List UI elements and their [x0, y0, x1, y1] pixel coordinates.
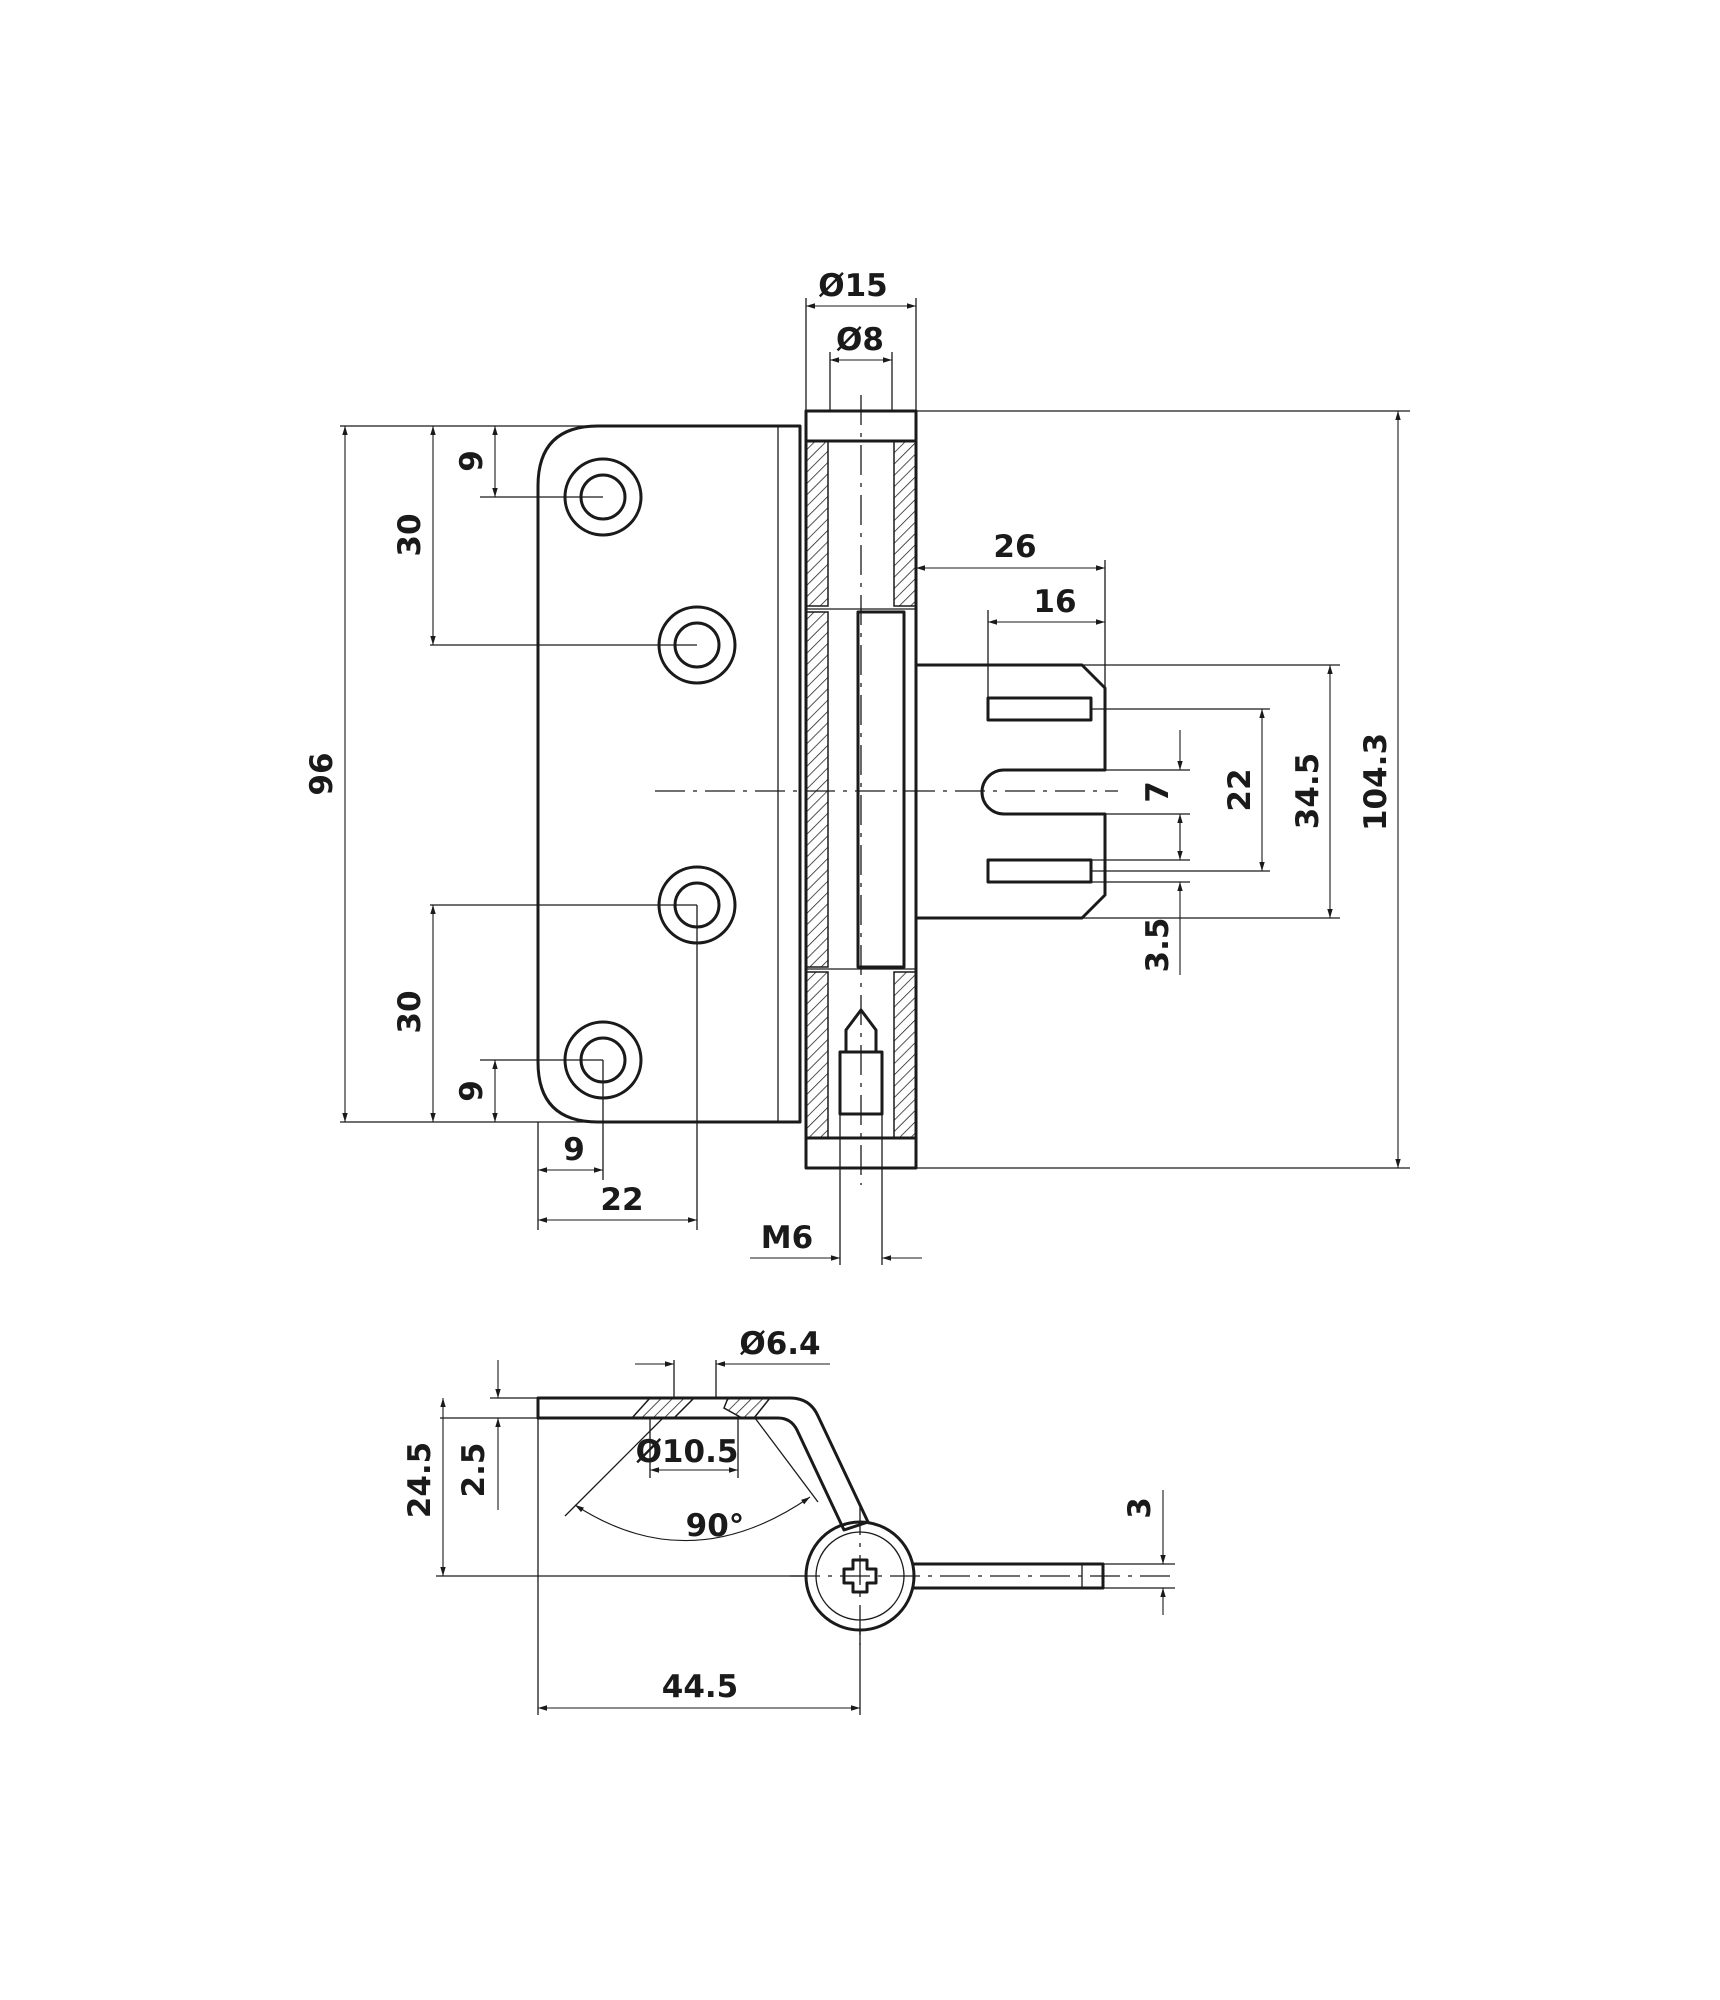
dim-flag-height: 34.5 — [1290, 753, 1326, 830]
dim-flag-thickness: 3 — [1122, 1497, 1158, 1519]
dim-slot-width: 7 — [1140, 781, 1176, 803]
dim-hole-pitch-top: 30 — [392, 513, 428, 556]
dim-overall-width: 44.5 — [662, 1669, 739, 1705]
front-view: Ø15 Ø8 26 16 9 30 96 30 9 9 22 M6 7 22 3… — [304, 268, 1410, 1265]
dim-csk-large: Ø10.5 — [636, 1434, 739, 1470]
dim-leaf-thickness: 2.5 — [456, 1443, 492, 1498]
dim-slot-pitch: 22 — [1222, 768, 1258, 811]
leaf-profile — [536, 1396, 870, 1532]
dim-slot-height: 3.5 — [1140, 918, 1176, 973]
dim-overall-height: 104.3 — [1358, 733, 1394, 831]
dim-knuckle-to-pin: 26 — [993, 529, 1036, 565]
dim-hole-edge-bottom: 9 — [454, 1080, 490, 1102]
dimension-lines — [342, 303, 1401, 1261]
dim-offset-height: 24.5 — [402, 1442, 438, 1519]
dim-leaf-height: 96 — [304, 752, 340, 795]
phillips-screw-icon — [842, 1558, 878, 1594]
dimension-labels-front: Ø15 Ø8 26 16 9 30 96 30 9 9 22 M6 7 22 3… — [304, 268, 1394, 1256]
hinge-leaf — [536, 424, 802, 1124]
dim-hole-edge-top: 9 — [454, 450, 490, 472]
dim-pin-diameter: Ø8 — [836, 322, 884, 358]
slot-lower — [986, 858, 1093, 884]
side-view: Ø6.4 Ø10.5 90° 2.5 24.5 3 44.5 — [402, 1326, 1175, 1715]
dim-thread: M6 — [761, 1220, 813, 1256]
dim-outer-knuckle: Ø15 — [818, 268, 888, 304]
dim-csk-small: Ø6.4 — [739, 1326, 820, 1362]
extension-lines — [340, 298, 1410, 1265]
dim-csk-angle: 90° — [686, 1508, 745, 1544]
dim-hole-x-inner: 22 — [600, 1182, 643, 1218]
dim-knuckle-to-slot: 16 — [1033, 584, 1076, 620]
dim-hole-pitch-bottom: 30 — [392, 990, 428, 1033]
dim-hole-x-outer: 9 — [563, 1132, 585, 1168]
slot-upper — [986, 696, 1093, 722]
